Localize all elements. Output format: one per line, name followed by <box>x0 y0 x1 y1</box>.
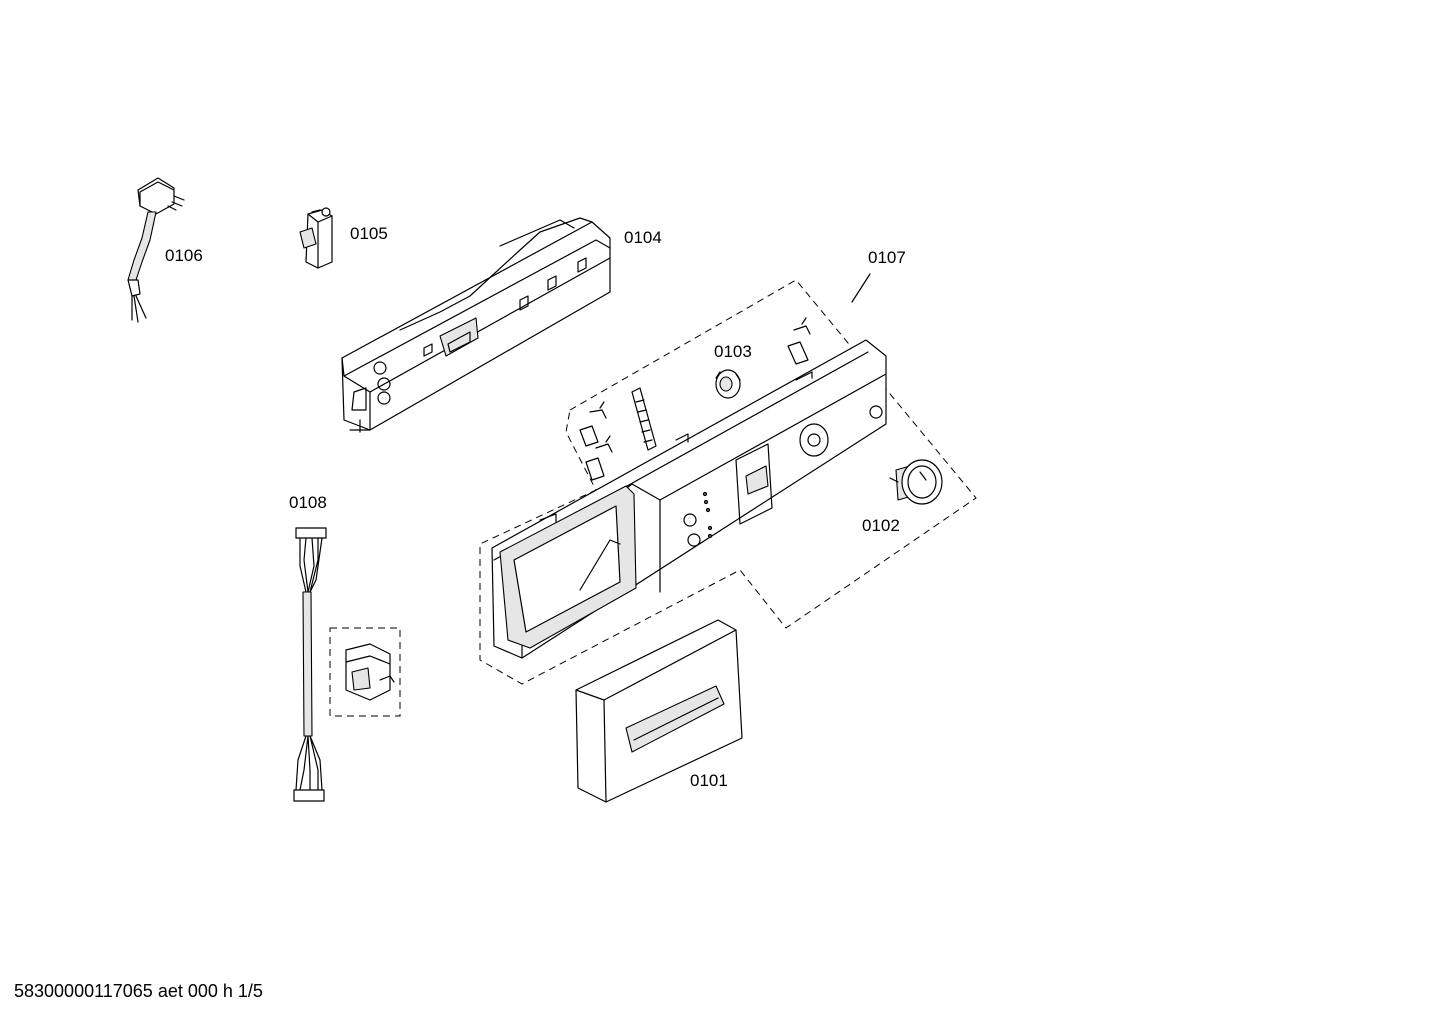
rotary-knob-drawing <box>889 459 943 505</box>
part-label-0105: 0105 <box>350 224 388 243</box>
light-guide-parts-drawing <box>579 317 811 481</box>
part-label-0107: 0107 <box>868 248 906 267</box>
document-reference-footer: 58300000117065 aet 000 h 1/5 <box>14 981 263 1001</box>
power-cord-plug-drawing <box>127 177 185 323</box>
part-label-0106: 0106 <box>165 246 203 265</box>
part-label-0108: 0108 <box>289 493 327 512</box>
control-panel-fascia-drawing <box>491 339 887 659</box>
electronic-module-drawing <box>341 217 611 433</box>
part-label-0104: 0104 <box>624 228 662 247</box>
panel-group-boundary <box>479 279 977 685</box>
wiring-harness-drawing <box>293 527 327 802</box>
part-label-0101: 0101 <box>690 771 728 790</box>
part-label-0102: 0102 <box>862 516 900 535</box>
bushing-part-drawing <box>715 369 741 399</box>
harness-connector-drawing <box>329 627 401 717</box>
drawer-handle-drawing <box>575 619 743 803</box>
leader-0107 <box>851 273 871 303</box>
part-label-0103: 0103 <box>714 342 752 361</box>
switch-actuator-drawing <box>299 207 333 269</box>
